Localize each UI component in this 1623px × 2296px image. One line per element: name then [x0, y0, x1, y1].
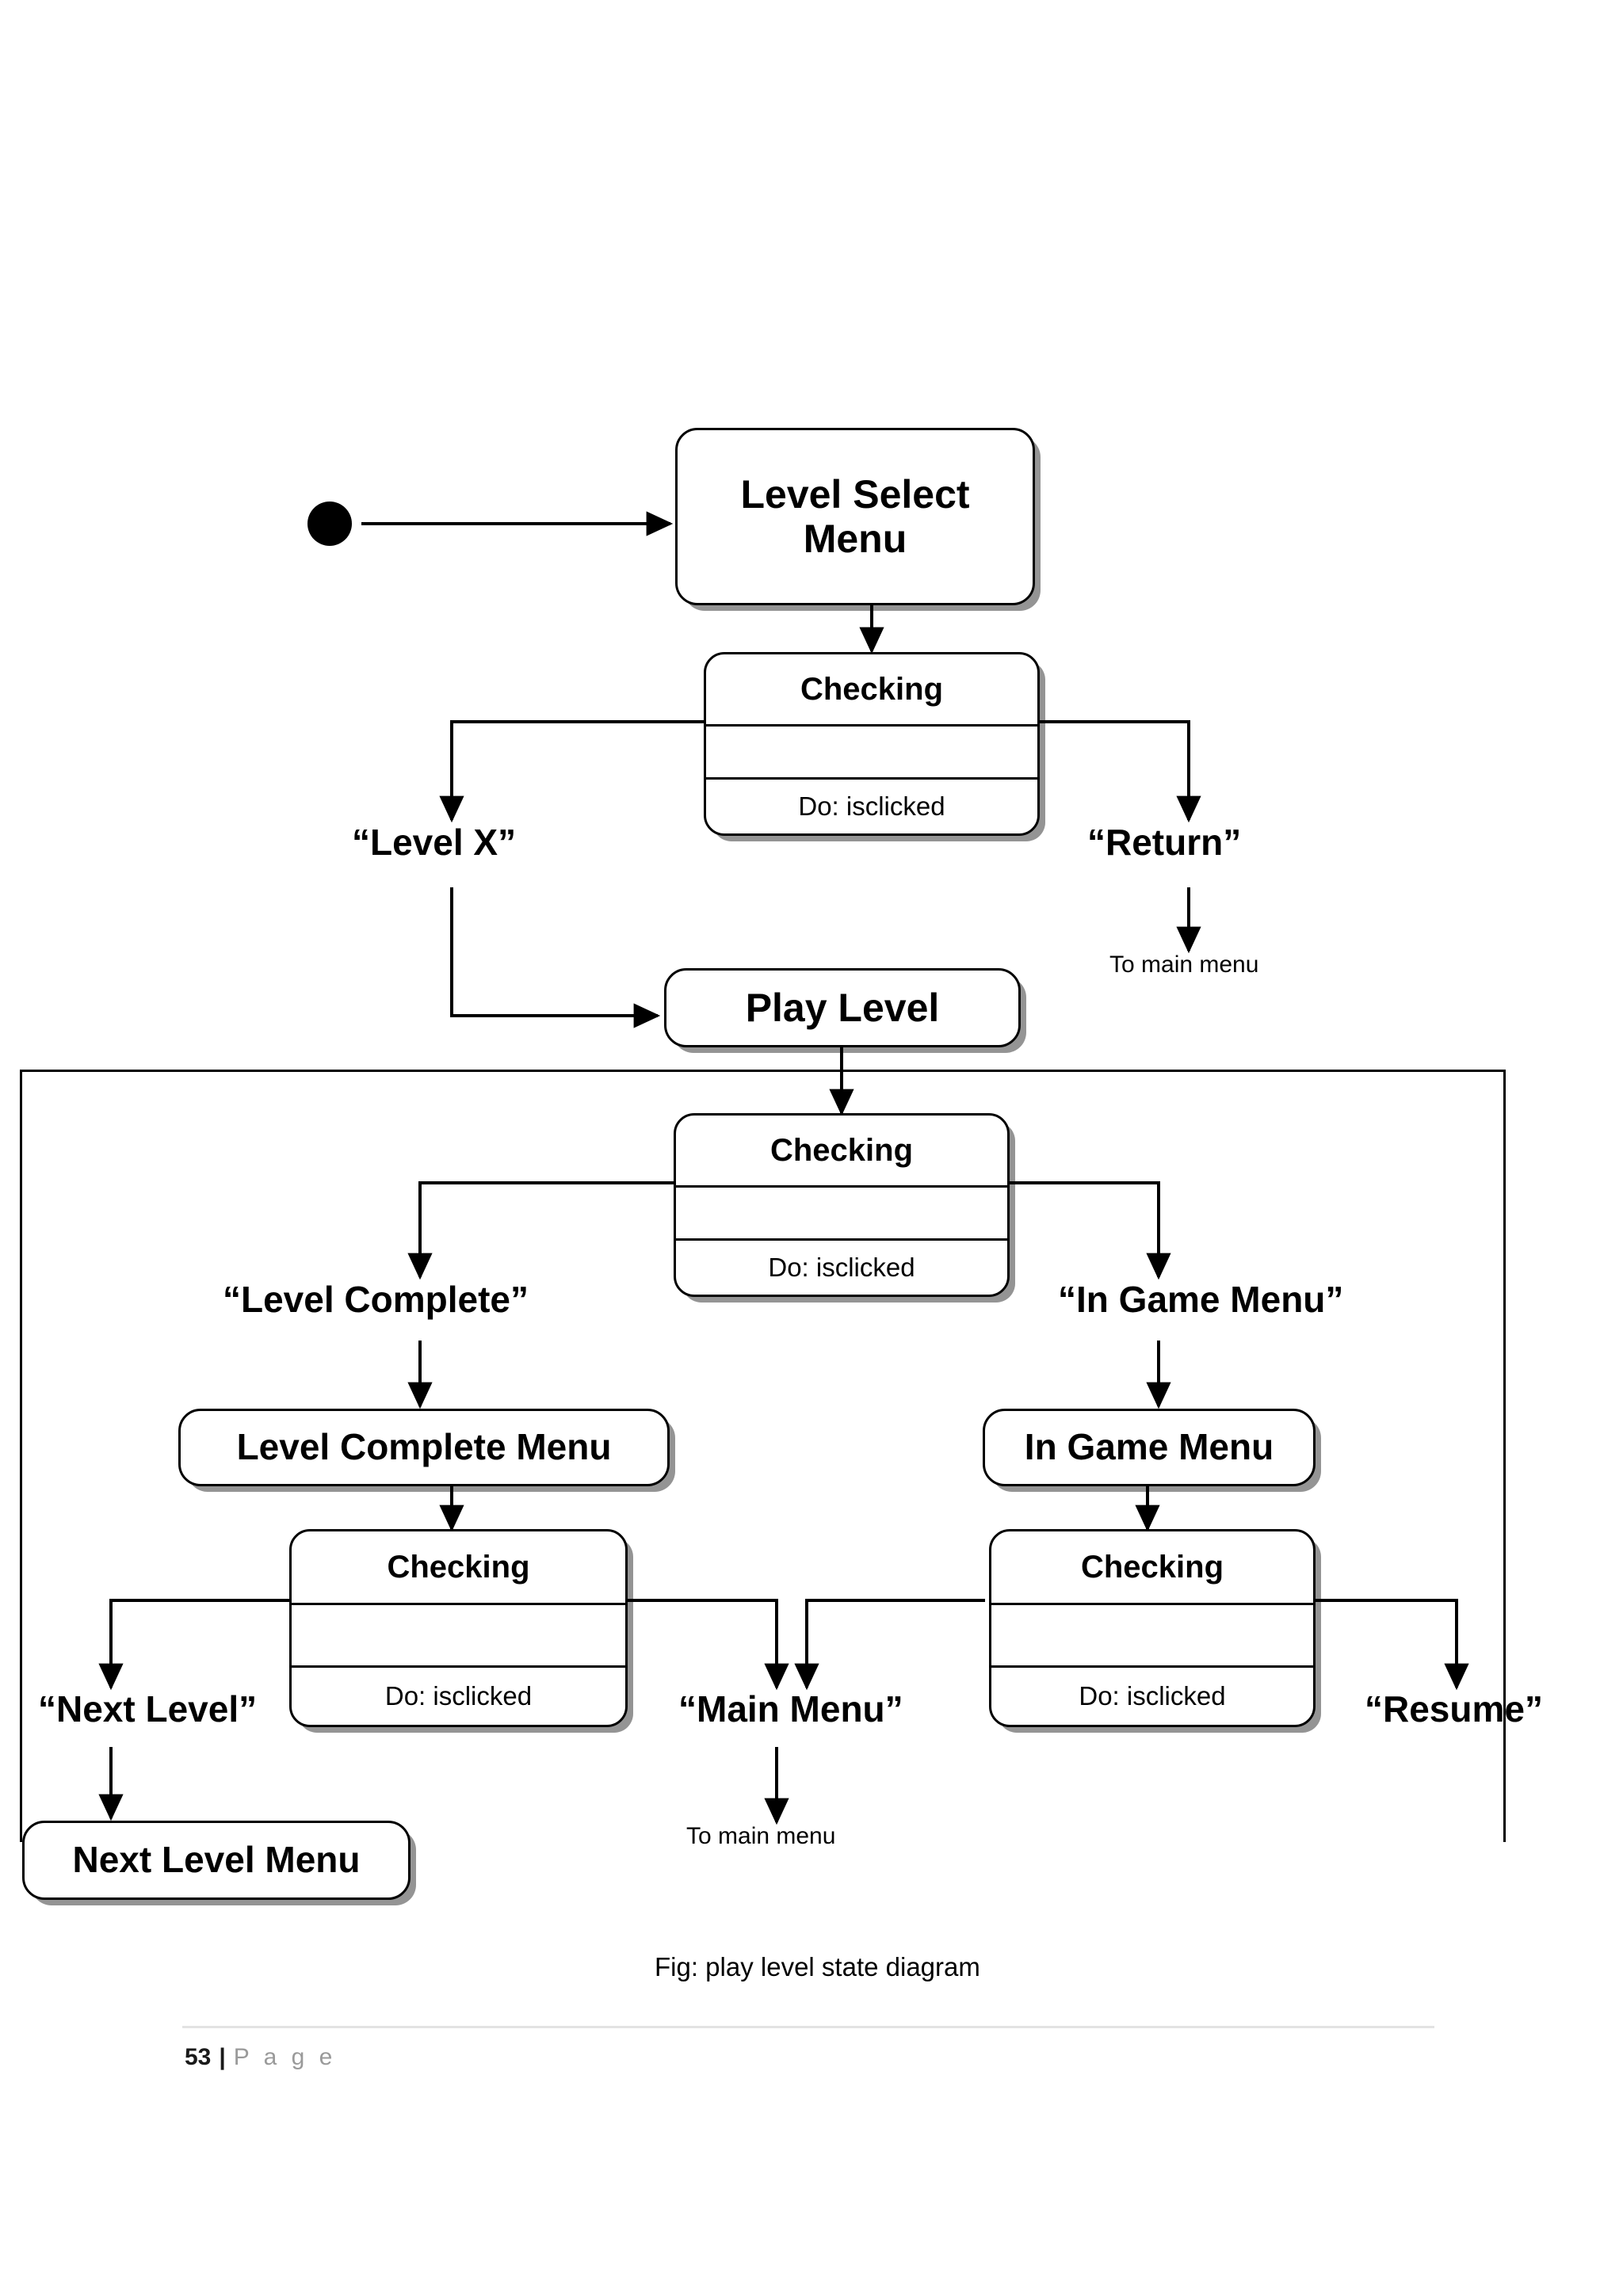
- footer-separator: |: [219, 2044, 226, 2070]
- state-play-level[interactable]: Play Level: [664, 968, 1021, 1047]
- state-level-select-menu-label: Level Select Menu: [740, 472, 970, 561]
- event-label-main-menu: “Main Menu”: [678, 1688, 903, 1730]
- note-return-to-main-menu: To main menu: [1109, 952, 1259, 978]
- checking-transitions-compartment: [991, 1605, 1313, 1668]
- edge-checking-to-level-x: [439, 720, 713, 823]
- checking-activity: Do: isclicked: [798, 791, 945, 821]
- state-play-level-label: Play Level: [745, 986, 940, 1030]
- checking-activity: Do: isclicked: [384, 1681, 533, 1711]
- checking-transitions-compartment: [676, 1188, 1007, 1241]
- checking-activity: Do: isclicked: [768, 1253, 915, 1282]
- checking-activity: Do: isclicked: [1079, 1681, 1226, 1711]
- state-checking-level-select[interactable]: Checking Do: isclicked: [704, 652, 1040, 836]
- state-checking-in-game[interactable]: Checking Do: isclicked: [989, 1529, 1316, 1727]
- state-in-game-menu[interactable]: In Game Menu: [983, 1409, 1316, 1486]
- footer-page-word: P a g e: [233, 2044, 337, 2070]
- state-level-complete-menu-label: Level Complete Menu: [236, 1426, 612, 1468]
- edge-level-x-to-play-level: [450, 887, 661, 1028]
- edge-checking-to-return: [1030, 720, 1201, 823]
- state-next-level-menu[interactable]: Next Level Menu: [22, 1821, 411, 1900]
- event-label-in-game-menu: “In Game Menu”: [1058, 1279, 1344, 1320]
- checking-transitions-compartment: [706, 727, 1037, 780]
- initial-state: [307, 502, 352, 546]
- event-label-next-level: “Next Level”: [38, 1688, 258, 1730]
- page-footer: 53 | P a g e: [185, 2044, 336, 2071]
- state-level-complete-menu[interactable]: Level Complete Menu: [178, 1409, 670, 1486]
- checking-title: Checking: [676, 1116, 1007, 1188]
- state-checking-level-complete[interactable]: Checking Do: isclicked: [289, 1529, 628, 1727]
- checking-title: Checking: [991, 1531, 1313, 1605]
- checking-title: Checking: [292, 1531, 625, 1605]
- play-level-composite-region: [20, 1070, 1506, 1842]
- state-next-level-menu-label: Next Level Menu: [72, 1839, 361, 1881]
- figure-caption: Fig: play level state diagram: [655, 1952, 980, 1981]
- event-label-resume: “Resume”: [1365, 1688, 1543, 1730]
- state-in-game-menu-label: In Game Menu: [1024, 1426, 1274, 1468]
- event-label-level-complete: “Level Complete”: [223, 1279, 529, 1320]
- footer-divider: [182, 2026, 1434, 2028]
- state-checking-play-level[interactable]: Checking Do: isclicked: [674, 1113, 1010, 1297]
- event-label-level-x: “Level X”: [352, 822, 517, 863]
- note-main-menu-to-main-menu: To main menu: [686, 1823, 836, 1849]
- event-label-return: “Return”: [1087, 822, 1242, 863]
- checking-title: Checking: [706, 654, 1037, 727]
- checking-transitions-compartment: [292, 1605, 625, 1668]
- page-number: 53: [185, 2044, 212, 2070]
- state-level-select-menu[interactable]: Level Select Menu: [675, 428, 1035, 605]
